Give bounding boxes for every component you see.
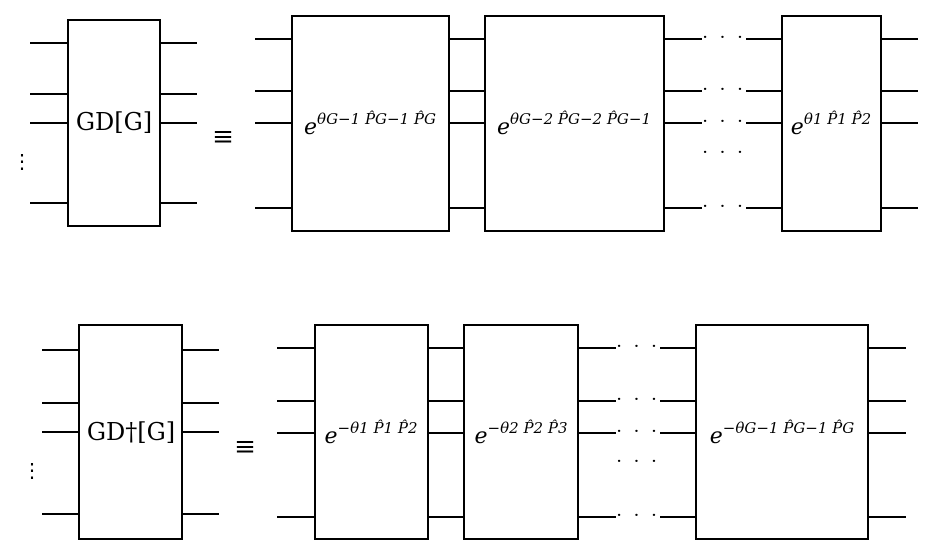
bottom-decomp-gate-3: [695, 324, 869, 540]
top-vertical-dots: ⋮: [12, 149, 32, 173]
bottom-decomp-gate-3-label: e−θG−1 P̂G−1 P̂G: [710, 419, 855, 449]
svg-text:· · ·: · · ·: [702, 27, 746, 48]
top-horizontal-dots: · · · · · · · · · · · · · · ·: [702, 27, 746, 217]
top-input-wires: [30, 42, 68, 204]
bottom-row: ⋮ GD†[G] ≡ e−θ1 P̂1 P̂2 e−θ2 P̂2 P̂3: [22, 324, 906, 540]
top-decomp-gate-1-label: eθG−1 P̂G−1 P̂G: [304, 110, 436, 140]
svg-text:· · ·: · · ·: [702, 111, 746, 132]
bottom-decomp-gate-2: [463, 324, 579, 540]
bottom-decomp-input-wires: [277, 347, 315, 518]
top-decomp-gate-3: [781, 15, 882, 232]
top-ellipsis-wires: [664, 38, 782, 209]
bottom-vertical-dots: ⋮: [22, 458, 42, 482]
top-decomp-gate-2: [484, 15, 665, 232]
bottom-ellipsis-wires: [578, 347, 696, 518]
bottom-decomp-gate-2-label: e−θ2 P̂2 P̂3: [475, 419, 568, 449]
svg-text:· · ·: · · ·: [616, 389, 660, 410]
gd-dagger-gate-box: [78, 324, 183, 540]
svg-text:· · ·: · · ·: [702, 196, 746, 217]
svg-text:· · ·: · · ·: [702, 79, 746, 100]
top-decomp-gate-3-label: eθ1 P̂1 P̂2: [791, 110, 871, 140]
gd-gate-box: [67, 19, 161, 227]
svg-text:· · ·: · · ·: [702, 142, 746, 163]
top-decomp-gate-1: [291, 15, 450, 232]
top-row: ⋮ GD[G] ≡ eθG−1 P̂G−1 P̂G eθG−2 P: [12, 15, 918, 232]
svg-text:· · ·: · · ·: [616, 336, 660, 357]
bottom-decomp-gate-1: [314, 324, 429, 540]
bottom-output-wires: [182, 349, 219, 515]
bottom-final-output-wires: [868, 347, 906, 518]
top-output-wires: [160, 42, 197, 204]
bottom-input-wires: [42, 349, 79, 515]
top-decomp-gate-2-label: eθG−2 P̂G−2 P̂G−1: [497, 110, 651, 140]
gd-dagger-gate-label: GD†[G]: [87, 418, 175, 446]
top-wires-gate1-gate2: [449, 38, 485, 209]
bottom-decomp-gate-1-label: e−θ1 P̂1 P̂2: [325, 419, 418, 449]
svg-text:· · ·: · · ·: [616, 505, 660, 526]
bottom-horizontal-dots: · · · · · · · · · · · · · · ·: [616, 336, 660, 526]
top-equivalence-symbol: ≡: [212, 122, 234, 152]
top-final-output-wires: [881, 38, 918, 209]
svg-text:· · ·: · · ·: [616, 451, 660, 472]
bottom-wires-gate1-gate2: [428, 347, 464, 518]
gd-gate-label: GD[G]: [76, 108, 152, 136]
top-decomp-input-wires: [255, 38, 292, 209]
svg-text:· · ·: · · ·: [616, 421, 660, 442]
bottom-equivalence-symbol: ≡: [234, 432, 256, 462]
